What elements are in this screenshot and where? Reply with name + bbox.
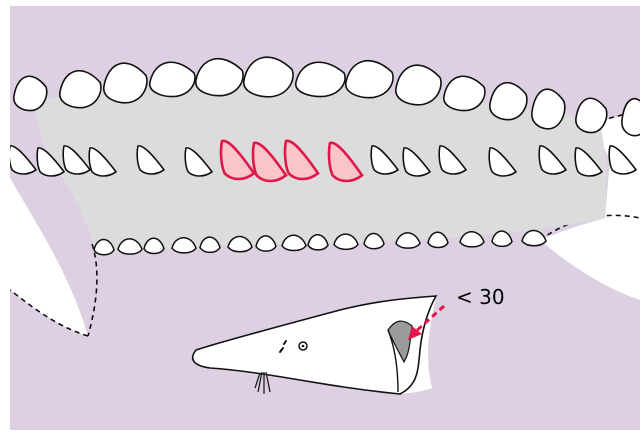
callout-label: < 30 xyxy=(456,285,505,309)
dorsal-scute xyxy=(104,63,147,103)
dorsal-scute xyxy=(150,62,195,96)
dorsal-scute xyxy=(244,57,293,97)
dorsal-scute xyxy=(296,62,345,96)
dorsal-scute xyxy=(60,71,101,108)
dorsal-scute xyxy=(532,89,565,129)
dorsal-scute xyxy=(444,76,485,110)
dorsal-scute xyxy=(196,59,243,96)
dorsal-scute xyxy=(576,98,607,132)
dorsal-scute xyxy=(14,76,47,110)
dorsal-scute xyxy=(490,83,527,120)
dorsal-scute xyxy=(396,65,441,105)
dorsal-scute xyxy=(346,61,393,98)
